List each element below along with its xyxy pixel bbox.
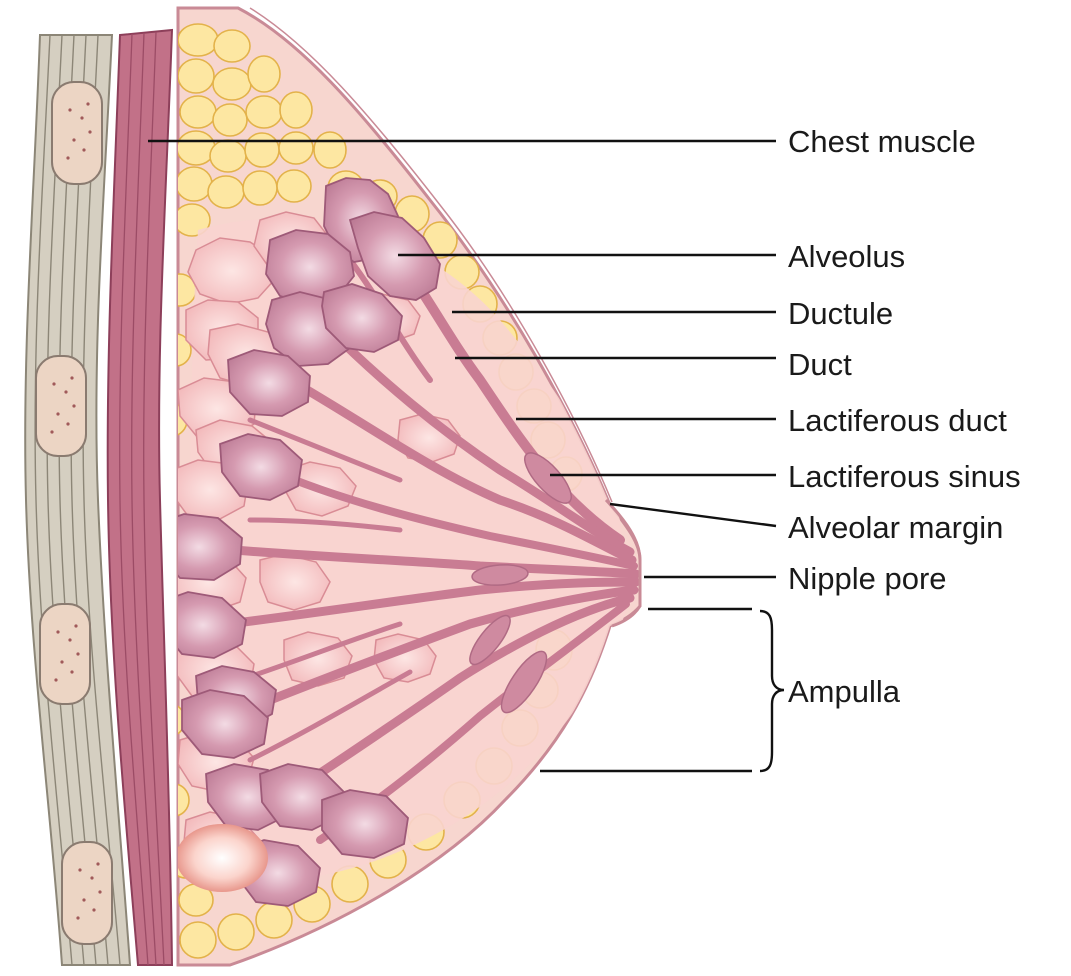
label-nipple-pore: Nipple pore [788,561,947,596]
breast-body [152,8,640,965]
label-lactiferous-sinus: Lactiferous sinus [788,459,1021,494]
label-lactiferous-duct: Lactiferous duct [788,403,1007,438]
ampulla-bracket [760,611,784,771]
label-chest-muscle: Chest muscle [788,124,976,159]
label-ampulla: Ampulla [788,674,901,709]
highlight-spot [176,824,268,892]
label-alveolar-margin: Alveolar margin [788,510,1003,545]
label-duct: Duct [788,347,852,382]
labels: Chest muscle Alveolus Ductule Duct Lacti… [788,124,1021,709]
leader-alveolar-margin [610,504,776,526]
label-ductule: Ductule [788,296,893,331]
label-alveolus: Alveolus [788,239,905,274]
